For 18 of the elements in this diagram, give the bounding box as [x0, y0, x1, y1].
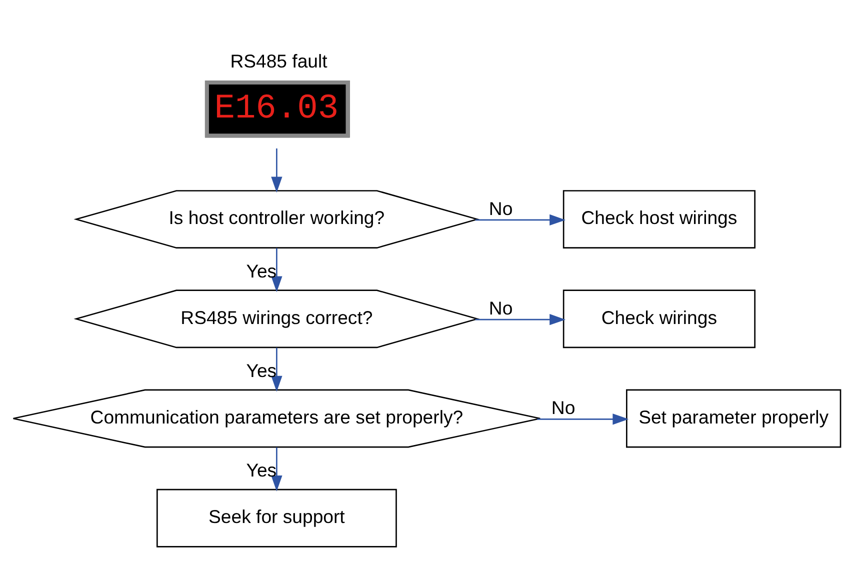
arrow: [271, 447, 282, 492]
node-box: Check wirings: [562, 290, 756, 348]
edge-label: No: [488, 198, 513, 219]
node-box: Check host wirings: [562, 190, 756, 248]
edge-label: No: [551, 397, 576, 418]
edge-label: Yes: [246, 460, 277, 481]
arrow: [271, 348, 282, 392]
edge-label: No: [488, 298, 513, 319]
node-box: Seek for support: [156, 488, 397, 548]
edge-label: Yes: [246, 360, 277, 381]
arrow: [271, 248, 282, 292]
arrow: [475, 314, 566, 326]
arrow: [475, 214, 566, 226]
node-label: RS485 fault: [230, 50, 328, 72]
arrow: [537, 414, 629, 425]
edge-label: Yes: [246, 260, 277, 282]
arrow: [271, 148, 282, 193]
node-box: Set parameter properly: [626, 389, 842, 448]
